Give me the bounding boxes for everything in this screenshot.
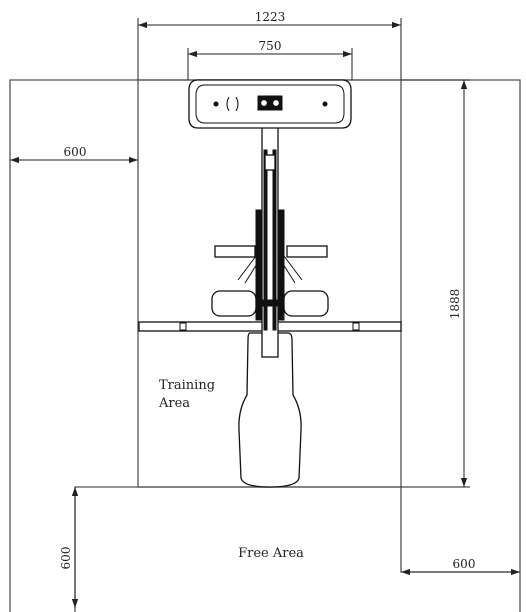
training-depth-label: 1888 — [448, 289, 462, 320]
dimension-lines: 1223 750 600 1888 600 600 — [10, 10, 520, 608]
left-thigh-pad — [214, 245, 256, 258]
machine-top-view — [138, 79, 402, 488]
bottom-clearance-label: 600 — [59, 547, 73, 570]
training-area-label-line2: Area — [158, 396, 190, 411]
backpad-width-label: 750 — [259, 39, 282, 53]
right-clearance-label: 600 — [453, 557, 476, 571]
seat-pad — [238, 332, 302, 488]
left-clearance-label: 600 — [64, 145, 87, 159]
total-width-label: 1223 — [255, 10, 286, 24]
left-roller-pad — [211, 290, 257, 317]
training-area-label-line1: Training — [159, 378, 215, 393]
free-area-label: Free Area — [238, 546, 304, 561]
right-thigh-pad — [286, 245, 328, 258]
right-roller-pad — [283, 290, 329, 317]
